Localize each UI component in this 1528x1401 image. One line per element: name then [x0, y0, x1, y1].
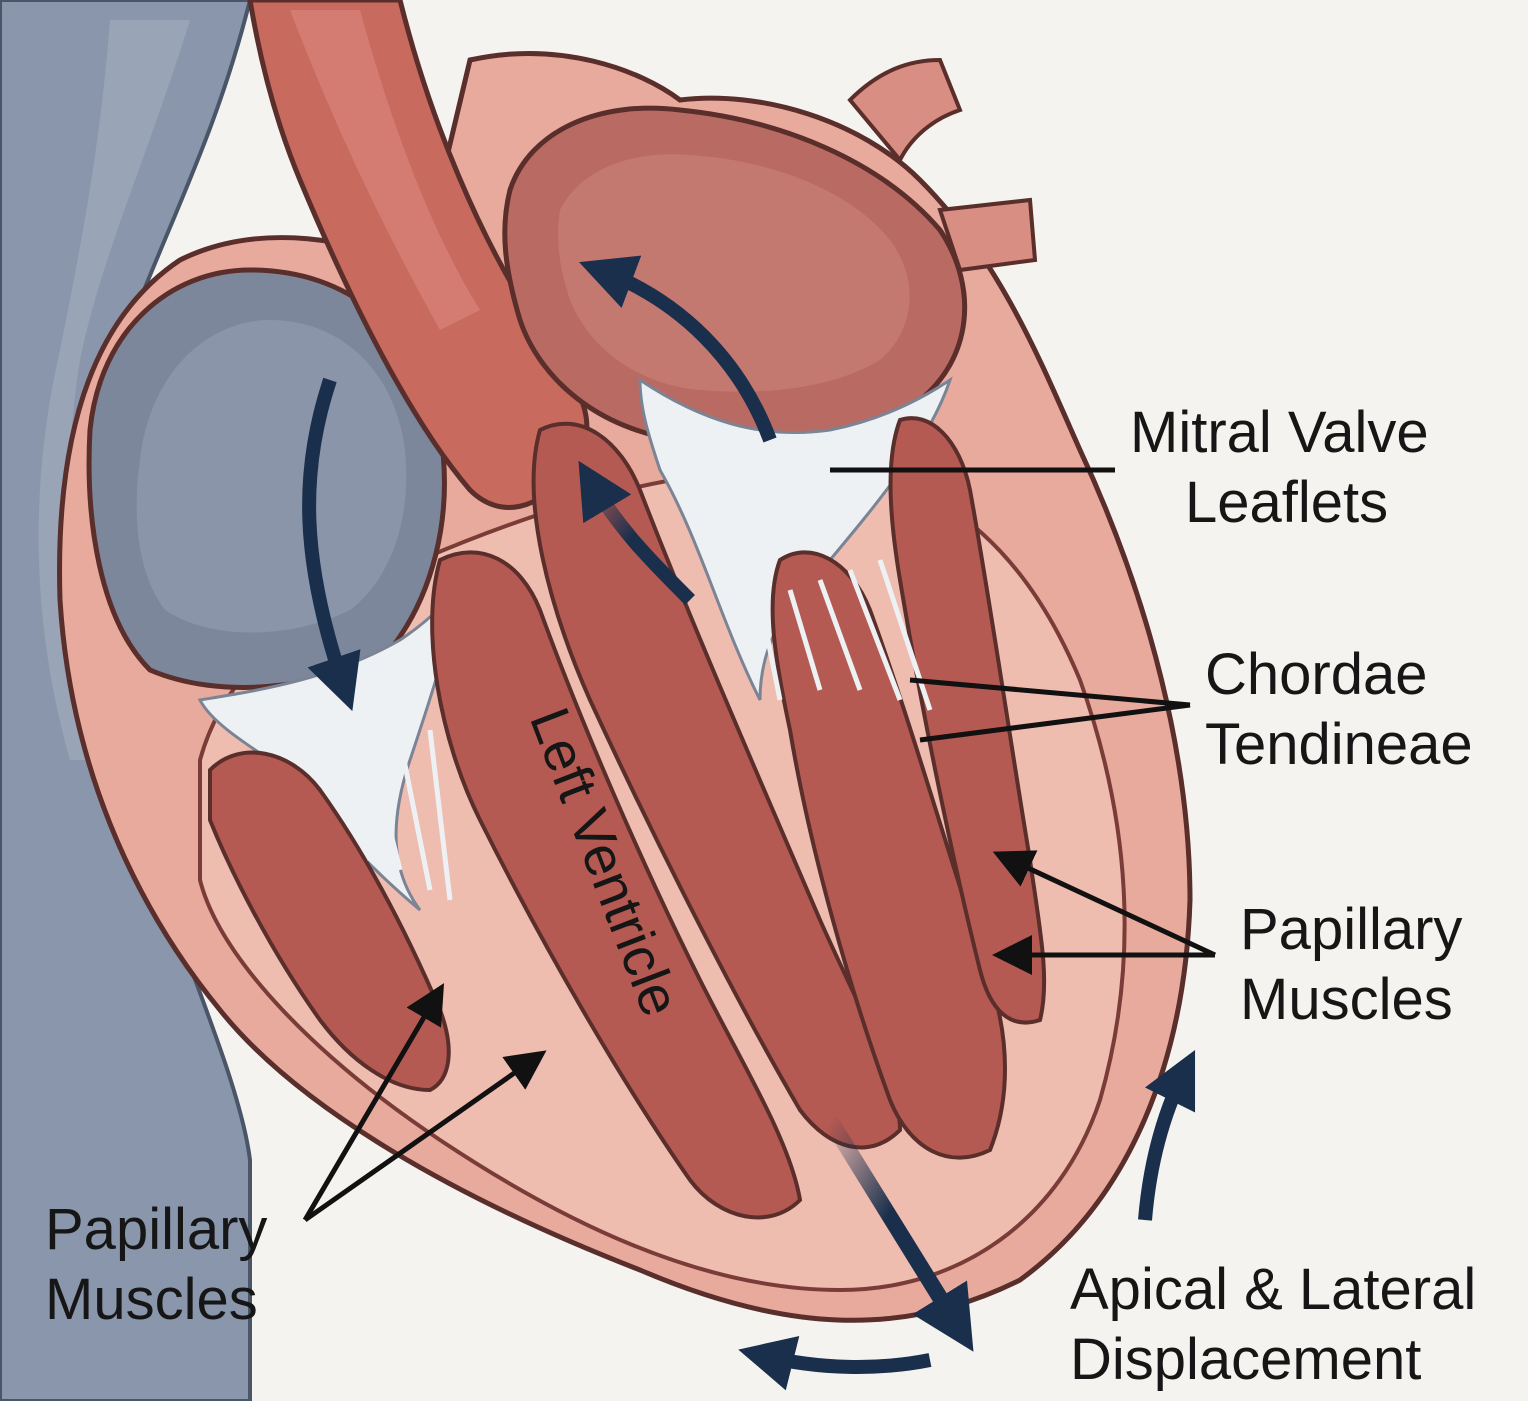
chordae-label-line-2: Tendineae — [1205, 710, 1473, 780]
papillary-left-line-2: Muscles — [45, 1265, 267, 1335]
papillary-muscles-left-label: Papillary Muscles — [45, 1195, 267, 1335]
mitral-valve-label: Mitral Valve Leaflets — [1130, 398, 1429, 538]
papillary-right-line-1: Papillary — [1240, 895, 1462, 965]
displacement-line-1: Apical & Lateral — [1070, 1255, 1476, 1325]
chordae-label: Chordae Tendineae — [1205, 640, 1473, 780]
papillary-left-line-1: Papillary — [45, 1195, 267, 1265]
chordae-label-line-1: Chordae — [1205, 640, 1473, 710]
displacement-line-2: Displacement — [1070, 1325, 1476, 1395]
papillary-muscles-right-label: Papillary Muscles — [1240, 895, 1462, 1035]
displacement-arrow-left — [760, 1355, 930, 1367]
atrium-inner — [137, 320, 407, 633]
mitral-valve-label-line-1: Mitral Valve — [1130, 398, 1429, 468]
mitral-valve-label-line-2: Leaflets — [1130, 468, 1429, 538]
displacement-label: Apical & Lateral Displacement — [1070, 1255, 1476, 1395]
papillary-right-line-2: Muscles — [1240, 965, 1462, 1035]
